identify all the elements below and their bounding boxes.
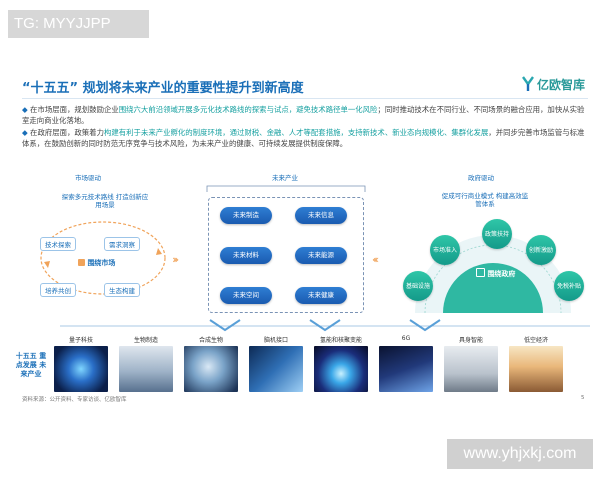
image-label: 低空经济 <box>523 337 548 344</box>
government-circle: 免税补贴 <box>554 271 584 301</box>
market-center-label: 围绕市场 <box>87 259 116 267</box>
market-header: 市场驱动 <box>75 174 101 182</box>
image-label: 合成生物 <box>198 337 223 344</box>
bullet-text: ；同时推动技术在不同行业、不同场景的融合应用，加快从实验室走向商业化落地。 <box>22 105 585 125</box>
image-label: 氢能和核聚变能 <box>319 337 362 344</box>
industry-chip: 未来信息 <box>295 207 347 224</box>
market-pill: 培养共创 <box>40 283 76 297</box>
market-center: 围绕市场 <box>78 258 115 268</box>
source-note: 资料来源：公开资料、专家访谈、亿欧智库 <box>22 397 127 403</box>
biomanufacturing-image <box>119 346 173 392</box>
overlay-tag: TG: MYYJJPP <box>8 10 149 38</box>
bullet-text: ，并同步完善市场监管与标准体系，在鼓励创新的同时防范无序竞争与技术风险，为未来产… <box>22 128 585 148</box>
government-circle: 基础设施 <box>403 271 433 301</box>
cycle-arrow-icon <box>44 261 50 268</box>
future-bracket <box>206 185 366 192</box>
synthetic-biology-image <box>184 346 238 392</box>
side-label: 十五五 重点发展 未来产业 <box>15 352 47 378</box>
image-label: 量子科技 <box>68 337 93 344</box>
6g-image <box>379 346 433 392</box>
logo-text: 亿欧智库 <box>537 78 586 92</box>
page-number: 5 <box>581 395 585 401</box>
image-label: 脑机接口 <box>263 337 288 344</box>
industry-chip: 未来健康 <box>295 287 347 304</box>
chevron-right-icon: ››› <box>172 253 179 266</box>
title-divider <box>22 98 588 99</box>
government-header: 政府驱动 <box>468 174 494 182</box>
down-arrow-icon <box>409 319 441 332</box>
low-altitude-image <box>509 346 563 392</box>
gov-arc-inner <box>443 263 543 313</box>
image-label: 生物制造 <box>133 337 158 344</box>
market-note: 探索多元技术路线 打造创新应用场景 <box>61 193 149 209</box>
future-industry-box: 未来制造 未来信息 未来材料 未来能源 未来空间 未来健康 <box>208 197 364 313</box>
bullet-market: ◆ 在市场层面，规划鼓励企业围绕六大前沿领域开展多元化技术路线的探索与试点，避免… <box>22 104 588 126</box>
bullet-icon: ◆ <box>22 105 31 114</box>
slide-title: “十五五” 规划将未来产业的重要性提升到新高度 <box>22 81 304 96</box>
market-pill: 需求洞察 <box>104 237 140 251</box>
future-header: 未来产业 <box>272 174 298 182</box>
watermark: www.yhjxkj.com <box>447 439 593 469</box>
hydrogen-fusion-image <box>314 346 368 392</box>
brain-computer-image <box>249 346 303 392</box>
cycle-arrow-icon <box>156 248 162 255</box>
bottom-connector <box>60 319 590 332</box>
government-note: 促成可行商业模式 构建高效监管体系 <box>441 192 529 208</box>
industry-chip: 未来空间 <box>220 287 272 304</box>
bullet-icon: ◆ <box>22 128 31 137</box>
embodied-ai-image <box>444 346 498 392</box>
government-circle: 政策扶持 <box>482 219 512 249</box>
bracket-line <box>206 185 366 192</box>
government-circle: 创新激励 <box>526 235 556 265</box>
bullet-government: ◆ 在政府层面，政策着力构建有利于未来产业孵化的制度环境，通过财税、金融、人才等… <box>22 127 588 149</box>
bullet-highlight: 围绕六大前沿领域开展多元化技术路线的探索与试点，避免技术路径单一化风险 <box>118 105 378 114</box>
government-center-label: 围绕政府 <box>487 270 516 278</box>
bullet-highlight: 构建有利于未来产业孵化的制度环境，通过财税、金融、人才等配套措施，支持新技术、新… <box>103 128 489 137</box>
government-icon <box>476 268 485 277</box>
market-icon <box>78 259 85 266</box>
government-center: 围绕政府 <box>476 268 515 279</box>
image-label: 6G <box>401 335 411 342</box>
bullet-text: 在市场层面，规划鼓励企业 <box>30 105 119 114</box>
logo-mark-icon <box>522 76 534 91</box>
brand-logo: 亿欧智库 <box>521 75 591 95</box>
government-circle: 市场准入 <box>430 235 460 265</box>
market-cycle-diagram <box>40 221 166 295</box>
industry-chip: 未来制造 <box>220 207 272 224</box>
industry-chip: 未来能源 <box>295 247 347 264</box>
down-arrow-icon <box>209 319 241 332</box>
industry-chip: 未来材料 <box>220 247 272 264</box>
down-arrow-icon <box>309 319 341 332</box>
market-cycle-ring <box>40 221 166 295</box>
quantum-image <box>54 346 108 392</box>
chevron-left-icon: ‹‹‹ <box>372 253 379 266</box>
market-pill: 技术探索 <box>40 237 76 251</box>
bullet-text: 在政府层面，政策着力 <box>30 128 104 137</box>
image-label: 具身智能 <box>458 337 483 344</box>
market-pill: 生态构建 <box>104 283 140 297</box>
